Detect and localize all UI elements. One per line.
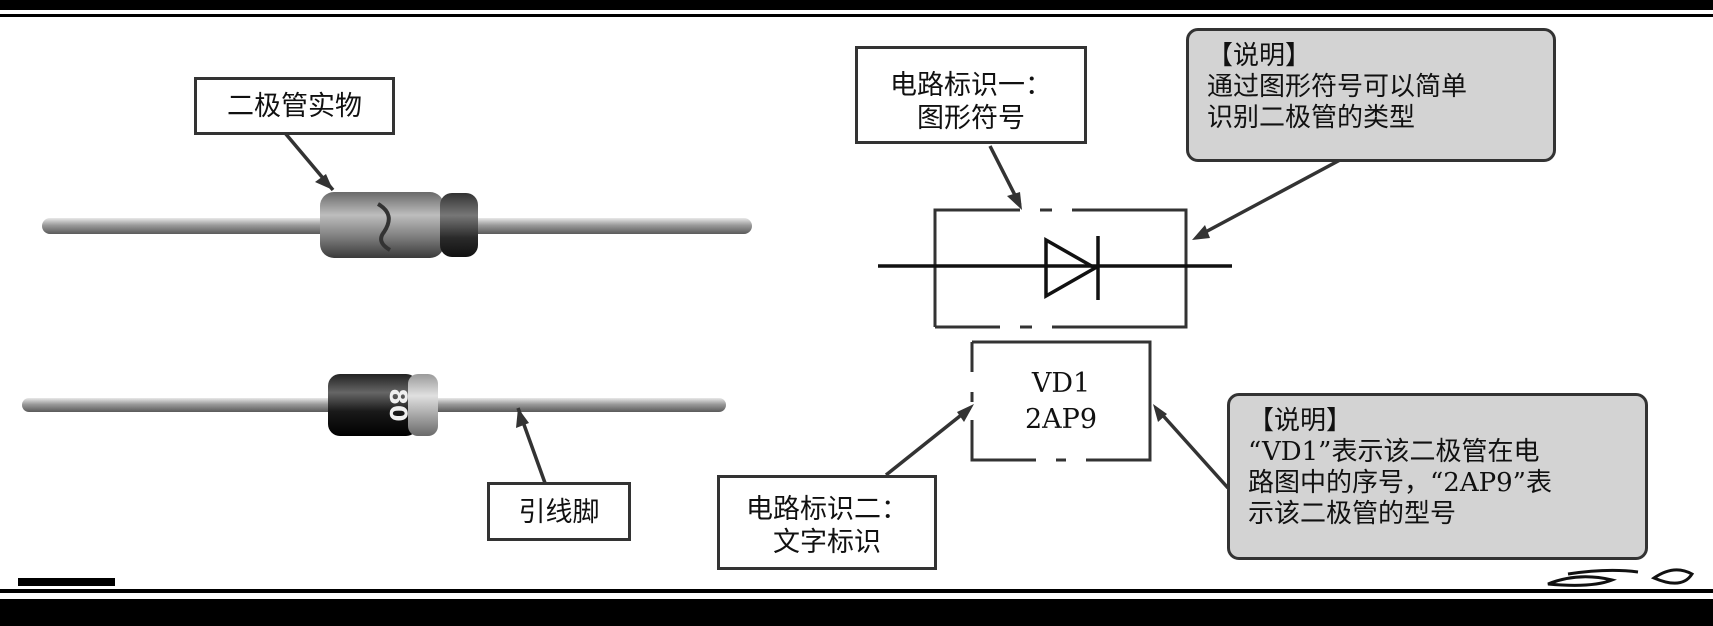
- right-arrows: [884, 145, 1341, 490]
- designator-model: 2AP9: [1024, 404, 1098, 435]
- bottom-marker-left: [18, 578, 115, 586]
- note-symbol: 【说明】 通过图形符号可以简单 识别二极管的类型: [1186, 28, 1556, 162]
- note-text-line3: 示该二极管的型号: [1248, 499, 1457, 529]
- symbol-label-line2: 图形符号: [917, 103, 1025, 134]
- diode-symbol-triangle: [1044, 236, 1099, 300]
- symbol-label-line1: 电路标识一：: [890, 70, 1052, 101]
- diode-photo-black: 80: [22, 374, 726, 436]
- lead-pin-label: 引线脚: [487, 482, 631, 541]
- arrow-head-note-symbol: [1192, 225, 1210, 240]
- note-text-line2: 路图中的序号，“2AP9”表: [1248, 468, 1552, 498]
- arrow-head-lead: [516, 408, 529, 428]
- bottom-border-thick: [0, 599, 1713, 626]
- diode2-marking: 80: [384, 388, 412, 421]
- diode-symbol: [878, 236, 1232, 300]
- bottom-marker-right: [1517, 611, 1652, 626]
- note-text-line1: “VD1”表示该二极管在电: [1248, 437, 1540, 467]
- note-symbol-line2: 识别二极管的类型: [1207, 103, 1416, 133]
- diode-photo-label: 二极管实物: [194, 77, 395, 135]
- arrow-to-designator: [884, 406, 972, 477]
- arrow-note-to-symbol: [1197, 158, 1341, 238]
- text-label-line2: 文字标识: [773, 527, 881, 558]
- designator-text: VD1 2AP9: [1000, 366, 1122, 438]
- arrow-head-diode: [315, 174, 333, 190]
- text-label-line1: 电路标识二：: [746, 494, 908, 525]
- diode1-internal-wire: [376, 202, 392, 252]
- decorative-pencil-marks: [1547, 568, 1695, 587]
- note-text: 【说明】 “VD1”表示该二极管在电 路图中的序号，“2AP9”表 示该二极管的…: [1227, 393, 1648, 560]
- designator-ref: VD1: [1031, 368, 1091, 399]
- diode1-cathode-band: [440, 193, 478, 257]
- text-label-box: 电路标识二： 文字标识: [717, 475, 937, 570]
- top-border-thick: [0, 0, 1713, 10]
- lead-pin-label-text: 引线脚: [518, 497, 600, 528]
- arrow-note-to-designator: [1156, 408, 1230, 490]
- symbol-label-box: 电路标识一： 图形符号: [855, 46, 1087, 144]
- diode1-glass-body: [320, 192, 444, 258]
- bottom-border-thin: [0, 589, 1713, 593]
- arrow-head-designator: [957, 404, 974, 422]
- note-text-heading: 【说明】: [1248, 406, 1353, 436]
- diode-photo-label-text: 二极管实物: [227, 91, 362, 122]
- arrow-head-symbol: [1007, 192, 1022, 210]
- top-border-thin: [0, 14, 1713, 17]
- symbol-frame: [933, 208, 1188, 329]
- diode-photo-glass: [42, 192, 752, 258]
- designator-frame: [970, 340, 1152, 462]
- note-symbol-line1: 通过图形符号可以简单: [1207, 72, 1468, 102]
- arrow-head-note-designator: [1153, 404, 1167, 422]
- diode2-body: [328, 374, 418, 436]
- note-symbol-heading: 【说明】: [1207, 41, 1312, 71]
- diode2-band: [408, 374, 438, 436]
